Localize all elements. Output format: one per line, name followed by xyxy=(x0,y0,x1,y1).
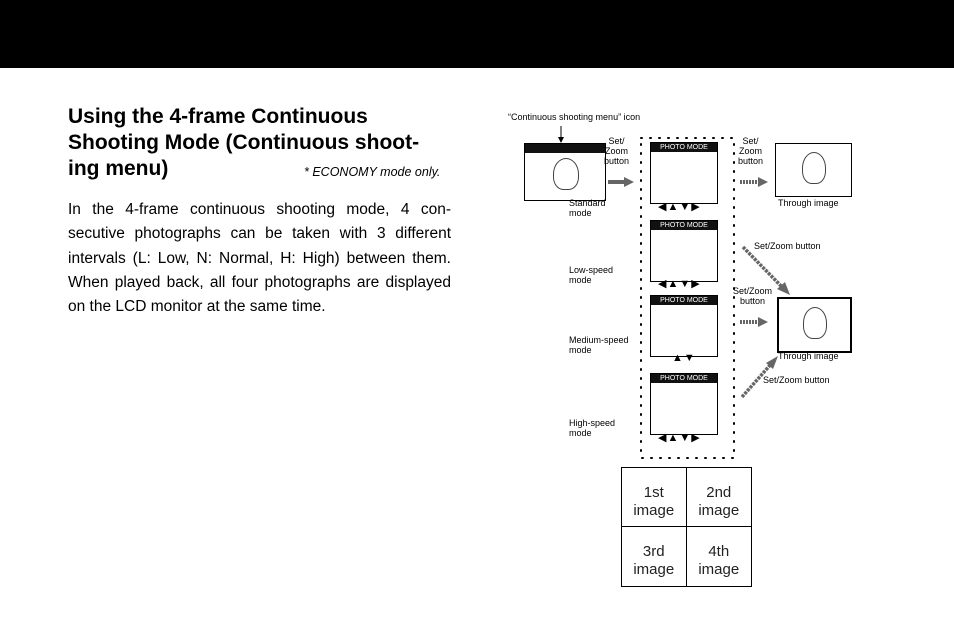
face-icon xyxy=(553,158,579,190)
economy-note: * ECONOMY mode only. xyxy=(304,165,441,179)
nav-buttons: ◀▲▼▶ xyxy=(658,201,701,213)
lcd-low-speed: PHOTO MODE xyxy=(650,220,718,282)
through-image-label-2: Through image xyxy=(778,351,839,361)
diagram-graphics xyxy=(558,126,790,459)
body-paragraph: In the 4-frame continuous shooting mode,… xyxy=(68,201,451,316)
through-image-2 xyxy=(777,297,852,353)
mode-column-frame xyxy=(640,137,735,459)
lcd-standard: PHOTO MODE xyxy=(650,142,718,204)
menu-icon-label: “Continuous shooting menu” icon xyxy=(508,112,641,122)
photo-mode-header: PHOTO MODE xyxy=(651,221,717,230)
face-icon xyxy=(802,152,826,184)
header-bar xyxy=(0,0,954,68)
diagonal-arrow-down xyxy=(741,245,785,290)
page-title: Using the 4-frame Continuous Shooting Mo… xyxy=(68,104,453,182)
continuous-shooting-diagram: “Continuous shooting menu” icon Set/Zoom… xyxy=(500,105,880,595)
lcd-medium-speed: PHOTO MODE xyxy=(650,295,718,357)
photo-mode-header: PHOTO MODE xyxy=(651,143,717,152)
menu-icon-screen xyxy=(524,143,606,201)
through-image-label-1: Through image xyxy=(778,198,839,208)
through-image-1 xyxy=(775,143,852,197)
icon-pointer-arrow xyxy=(558,137,564,143)
nav-buttons: ◀▲▼▶ xyxy=(658,432,701,444)
title-line: ing menu) xyxy=(68,157,169,180)
icon-bar xyxy=(525,144,605,153)
photo-mode-header: PHOTO MODE xyxy=(651,374,717,383)
title-line: Using the 4-frame Continuous xyxy=(68,105,368,128)
title-line: Shooting Mode (Continuous shoot- xyxy=(68,131,420,154)
face-icon xyxy=(803,307,827,339)
set-zoom-label-diag-bottom: Set/Zoom button xyxy=(763,375,830,385)
nav-buttons: ◀▲▼▶ xyxy=(658,278,701,290)
diagonal-arrow-up xyxy=(740,361,774,399)
up-down-buttons: ▲▼ xyxy=(672,352,696,364)
lcd-high-speed: PHOTO MODE xyxy=(650,373,718,435)
photo-mode-header: PHOTO MODE xyxy=(651,296,717,305)
set-zoom-label-diag-top: Set/Zoom button xyxy=(754,241,821,251)
